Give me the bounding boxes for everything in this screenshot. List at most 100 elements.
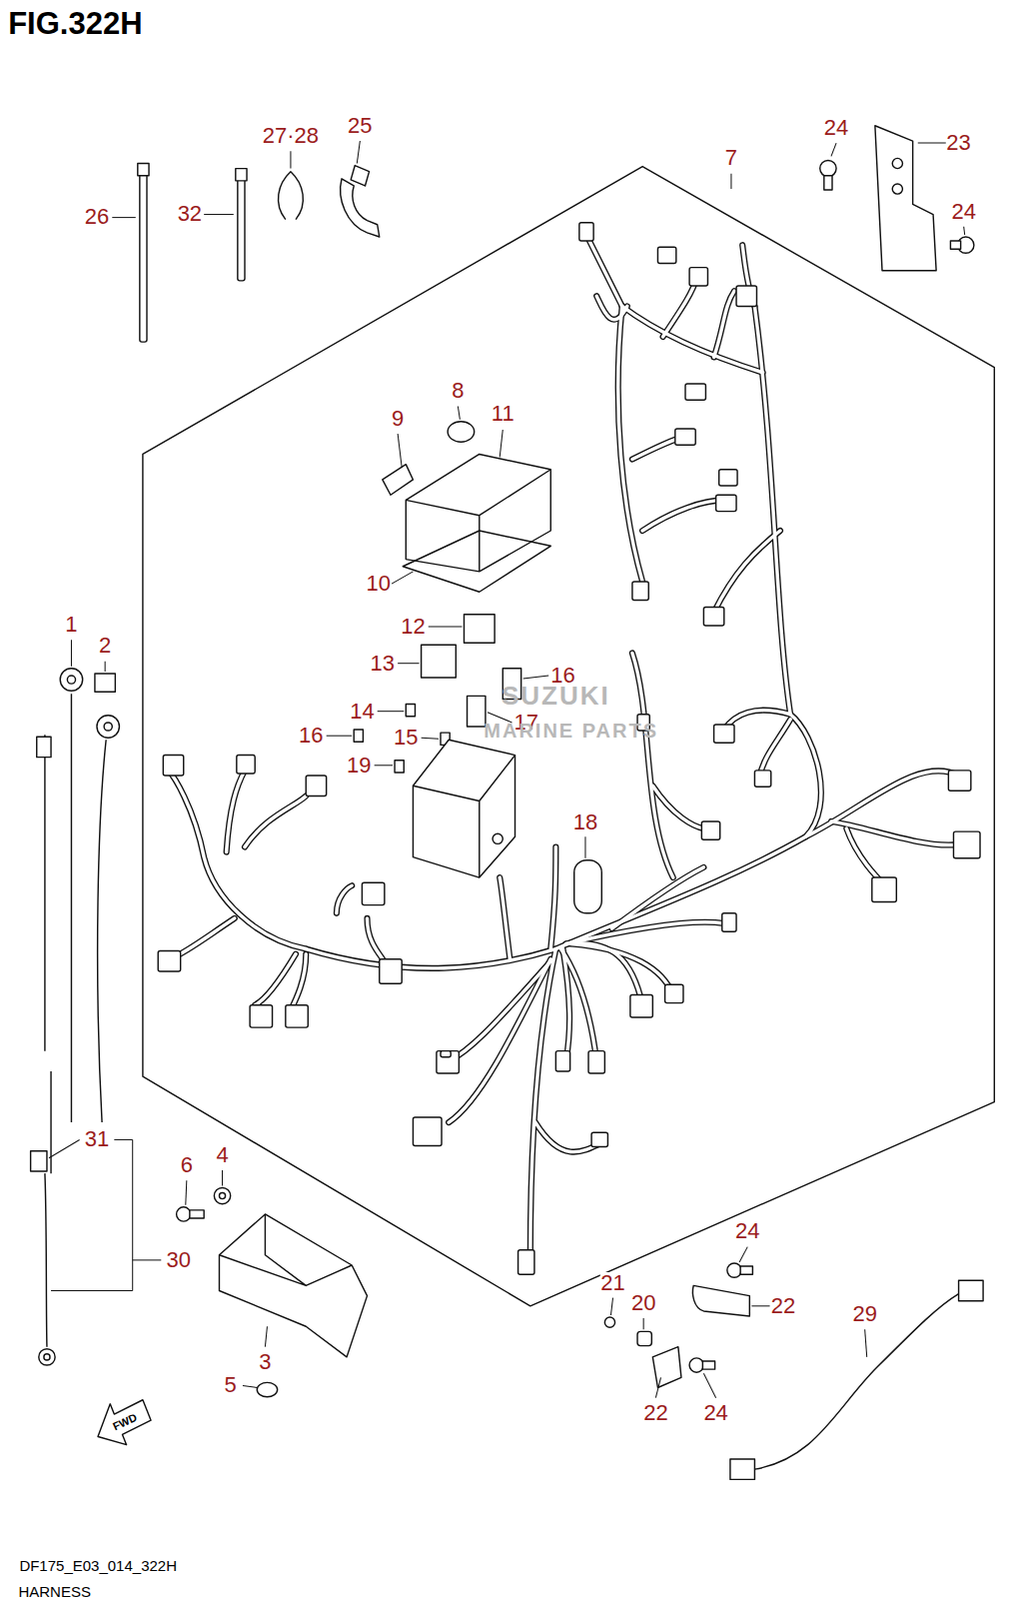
leader-line <box>242 1384 257 1387</box>
harness-wire <box>499 877 510 960</box>
leader-line <box>377 710 405 712</box>
harness-wire-core <box>622 305 764 372</box>
leader-line <box>131 1138 133 1290</box>
callout-number: 22 <box>642 1401 669 1424</box>
harness-wire <box>587 236 623 306</box>
fuse <box>353 729 363 742</box>
callout-number: 24 <box>702 1401 729 1424</box>
fuse-box <box>412 739 515 878</box>
connector <box>436 1050 459 1073</box>
harness-wire-core <box>290 954 306 1011</box>
ring-terminal <box>38 1348 55 1365</box>
harness-wire-core <box>571 943 674 995</box>
grommet <box>447 421 475 442</box>
connector <box>285 1005 308 1028</box>
clip <box>382 464 414 496</box>
harness-wire <box>652 785 704 829</box>
callout-number: 15 <box>392 726 419 749</box>
ring-terminal <box>59 668 82 691</box>
callout-number: 29 <box>851 1302 878 1325</box>
callout-number: 19 <box>345 754 372 777</box>
harness-wire-core <box>652 785 704 829</box>
harness-wire <box>618 305 643 582</box>
connector <box>630 994 653 1017</box>
connector <box>685 383 706 400</box>
connector <box>959 1279 985 1300</box>
leader-line <box>421 737 439 739</box>
leader-line <box>584 836 586 858</box>
leader-line <box>739 1246 748 1262</box>
callout-number: 14 <box>348 700 375 723</box>
collar <box>637 1330 652 1345</box>
leader-line <box>457 405 460 419</box>
gasket <box>402 530 551 592</box>
callout-number: 12 <box>399 615 426 638</box>
harness-wire <box>805 770 959 837</box>
callout-number: 6 <box>179 1153 194 1176</box>
connector <box>591 1131 608 1146</box>
direction-arrow <box>97 1399 151 1445</box>
cable-tie <box>237 178 245 281</box>
connector <box>157 951 180 972</box>
connector <box>675 428 696 445</box>
cable-tie-head <box>235 168 247 181</box>
harness-wire-core <box>173 918 235 958</box>
callout-number: 21 <box>599 1271 626 1294</box>
callout-number: 26 <box>83 205 110 228</box>
washer <box>213 1186 230 1203</box>
leader-line <box>865 1328 868 1357</box>
clamp <box>340 165 380 237</box>
connector <box>719 469 738 486</box>
leader-line <box>113 1138 132 1140</box>
leader-line <box>289 150 291 168</box>
bolt <box>820 159 837 190</box>
harness-wire <box>714 530 781 613</box>
connector <box>657 246 676 263</box>
leader-line <box>203 213 234 215</box>
leader-line <box>643 1317 645 1329</box>
harness-wire <box>663 277 698 337</box>
leader-line <box>703 1372 716 1398</box>
connector <box>518 1249 535 1275</box>
connector <box>440 1050 451 1057</box>
harness-wire-core <box>560 949 597 1061</box>
harness-wire-core <box>254 954 296 1006</box>
callout-number: 4 <box>214 1143 229 1166</box>
leader-line <box>70 639 72 667</box>
fuse-box-cover <box>405 453 551 571</box>
harness-wire-core <box>550 846 556 949</box>
harness-wire-core <box>714 530 781 613</box>
harness-wire-core <box>805 770 959 837</box>
harness-wire-core <box>226 770 245 853</box>
relay <box>421 644 457 678</box>
leader-line <box>391 571 413 584</box>
assembly-outline <box>142 166 995 1306</box>
leader-line <box>397 662 419 664</box>
leader-line <box>221 1169 223 1185</box>
bracket <box>218 1213 367 1357</box>
connector <box>722 913 737 932</box>
connector <box>361 882 384 905</box>
connector <box>579 222 594 241</box>
bolt <box>176 1206 205 1221</box>
harness-wire <box>563 949 571 1061</box>
bracket <box>875 125 937 271</box>
nut <box>94 673 115 692</box>
cable <box>44 693 106 1346</box>
leader-line <box>48 1138 80 1157</box>
callout-number: 1 <box>63 613 78 636</box>
callout-number: 20 <box>630 1291 657 1314</box>
callout-number: 7 <box>724 146 739 169</box>
cable-tie <box>139 173 147 342</box>
connector <box>249 1005 272 1028</box>
connector <box>703 607 724 626</box>
bolt <box>689 1357 716 1372</box>
callout-number: 25 <box>346 114 373 137</box>
harness-wire <box>571 943 674 995</box>
figure-title: FIG.322H <box>7 7 142 39</box>
leader-line <box>326 735 353 737</box>
callout-number: 24 <box>734 1219 761 1242</box>
watermark: SUZUKI <box>500 682 612 709</box>
harness-wire-core <box>612 867 705 929</box>
connector <box>555 1050 570 1071</box>
